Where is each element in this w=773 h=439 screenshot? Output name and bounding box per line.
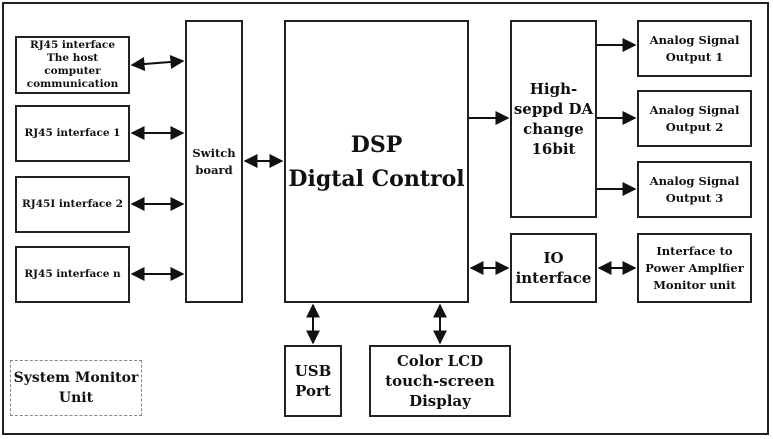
system-monitor-unit-label: System Monitor Unit — [10, 360, 142, 416]
dsp-box: DSP Digtal Control — [284, 20, 469, 303]
rj45-1-box: RJ45 interface 1 — [15, 105, 130, 162]
rj45-n-box: RJ45 interface n — [15, 246, 130, 303]
analog-output-2-box: Analog Signal Output 2 — [637, 90, 752, 147]
rj45-2-box: RJ45I interface 2 — [15, 176, 130, 233]
color-lcd-box: Color LCD touch-screen Display — [369, 345, 511, 417]
rj45-host-box: RJ45 interface The host computer communi… — [15, 36, 130, 94]
usb-port-box: USB Port — [284, 345, 342, 417]
analog-output-3-box: Analog Signal Output 3 — [637, 161, 752, 218]
arrow-host-switch — [130, 55, 185, 71]
analog-output-1-box: Analog Signal Output 1 — [637, 20, 752, 77]
da-converter-box: High- seppd DA change 16bit — [510, 20, 597, 218]
system-frame — [2, 2, 769, 435]
switch-board-box: Switch board — [185, 20, 243, 303]
io-interface-box: IO interface — [510, 233, 597, 303]
power-amplifier-interface-box: Interface to Power Amplfier Monitor unit — [637, 233, 752, 303]
